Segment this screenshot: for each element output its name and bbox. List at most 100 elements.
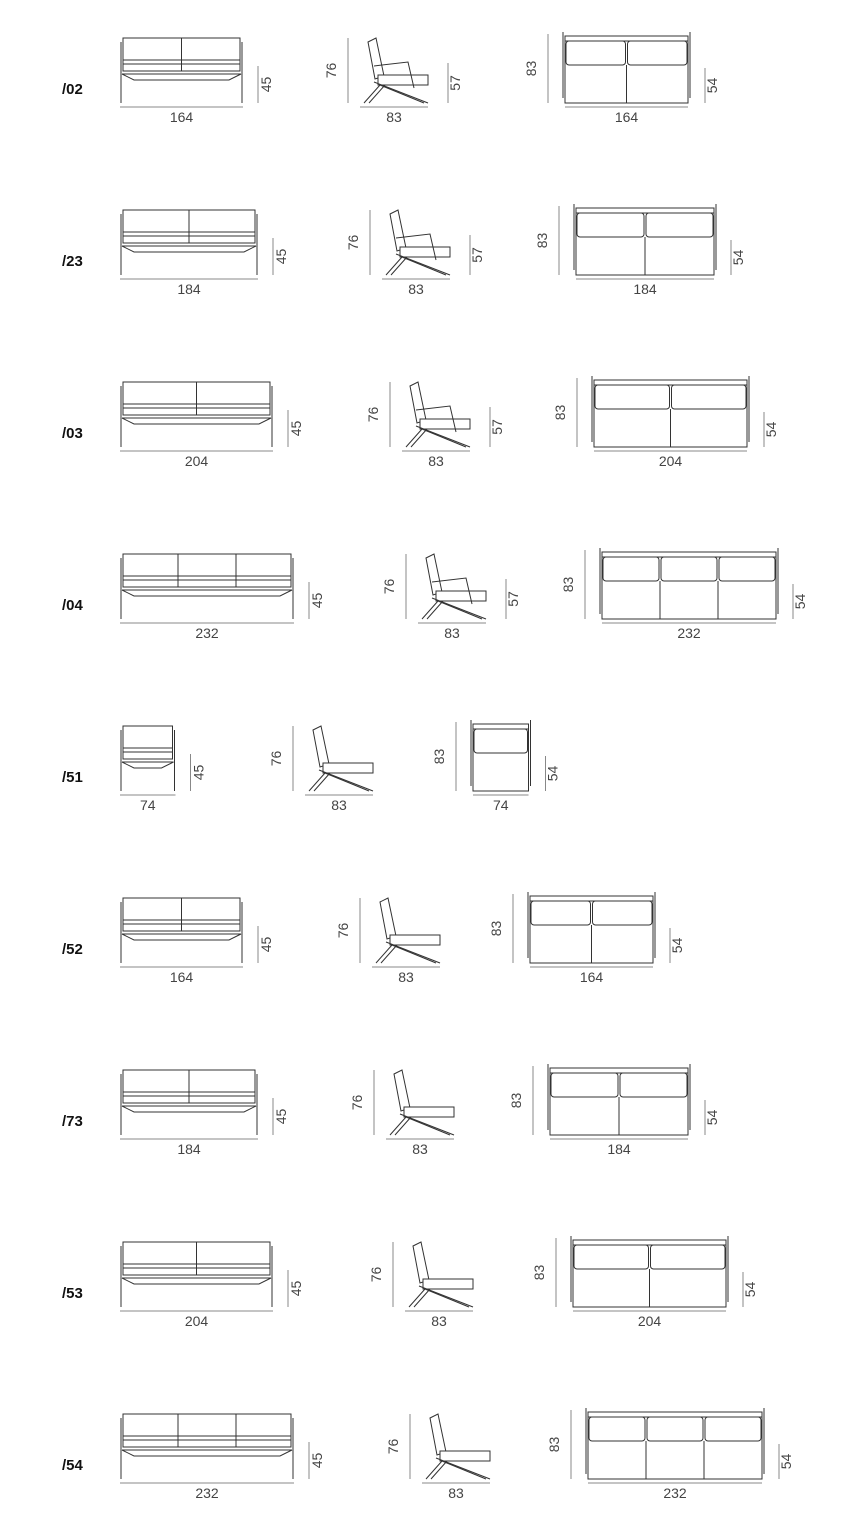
front-leg (430, 1460, 448, 1480)
seat-depth-dim-label: 54 (763, 422, 779, 438)
seat-cushion (122, 575, 292, 588)
seat-depth-dim-label: 54 (704, 78, 720, 94)
depth-dim-label: 83 (398, 969, 414, 985)
back-cushion (627, 40, 688, 66)
armrest (415, 405, 457, 433)
model-label: /52 (62, 941, 83, 958)
arm-height-dim-label: 57 (447, 75, 463, 91)
backrest (393, 1069, 411, 1112)
seat-height-dim-label: 45 (258, 937, 274, 953)
front-width-dim-label: 184 (177, 1141, 201, 1157)
armrest (395, 233, 437, 261)
base (121, 933, 242, 941)
base (121, 245, 257, 253)
rear-leg (318, 769, 374, 792)
back-cushion (619, 1072, 688, 1098)
height-dim-label: 76 (268, 751, 284, 767)
seat-height-dim-label: 45 (309, 593, 325, 609)
height-dim-label: 76 (368, 1267, 384, 1283)
seat-depth-dim-label: 54 (730, 250, 746, 266)
seat-depth-dim-label: 54 (742, 1282, 758, 1298)
back-cushion (473, 728, 528, 754)
front-leg (405, 428, 423, 448)
top-depth-dim-label: 83 (534, 233, 550, 249)
front-width-dim-label: 204 (185, 453, 209, 469)
model-label: /53 (62, 1285, 83, 1302)
seat (399, 246, 451, 258)
back-cushion (594, 384, 670, 410)
rear-leg (395, 253, 451, 276)
depth-dim-label: 83 (408, 281, 424, 297)
seat (419, 418, 471, 430)
rear-leg (405, 1116, 451, 1136)
model-label: /51 (62, 769, 83, 786)
front-view: 45 184 (120, 1069, 289, 1157)
base (121, 1105, 257, 1113)
rear-leg (435, 1457, 491, 1480)
rear-leg (399, 1113, 455, 1136)
backrest (429, 1413, 447, 1456)
top-depth-dim-label: 83 (560, 577, 576, 593)
seat (422, 1278, 474, 1290)
seat-height-dim-label: 45 (273, 1109, 289, 1125)
back-cushion (602, 556, 660, 582)
back-cushion (660, 556, 718, 582)
top-width-dim-label: 164 (580, 969, 604, 985)
front-width-dim-label: 184 (177, 281, 201, 297)
model-label: /23 (62, 253, 83, 270)
seat-cushion (122, 747, 173, 760)
back-cushion (550, 1072, 619, 1098)
front-leg (363, 84, 381, 104)
rear-leg (373, 81, 429, 104)
front-leg (308, 772, 326, 792)
depth-dim-label: 83 (431, 1313, 447, 1329)
rear-leg (418, 1285, 474, 1308)
height-dim-label: 76 (323, 63, 339, 79)
base (121, 589, 293, 597)
armrest (431, 577, 473, 605)
seat-height-dim-label: 45 (309, 1453, 325, 1469)
back-cushion (122, 1413, 292, 1437)
top-depth-dim-label: 83 (546, 1437, 562, 1453)
rear-leg (421, 428, 467, 448)
side-view: 76 83 (368, 1241, 474, 1329)
back-cushion (588, 1416, 646, 1442)
front-leg (380, 944, 398, 964)
rear-leg (431, 597, 487, 620)
rear-leg (441, 1460, 487, 1480)
model-label: /03 (62, 425, 83, 442)
height-dim-label: 76 (365, 407, 381, 423)
front-leg (389, 1116, 407, 1136)
arm-height-dim-label: 57 (469, 247, 485, 263)
front-leg (394, 1116, 412, 1136)
seat-cushion (122, 1435, 292, 1448)
height-dim-label: 76 (381, 579, 397, 595)
top-width-dim-label: 232 (677, 625, 701, 641)
arm-height-dim-label: 57 (505, 591, 521, 607)
backrest (409, 381, 427, 424)
back-cushion (565, 40, 626, 66)
front-width-dim-label: 164 (170, 109, 194, 125)
front-leg (425, 1460, 443, 1480)
back-cushion (576, 212, 645, 238)
backrest (389, 209, 407, 252)
